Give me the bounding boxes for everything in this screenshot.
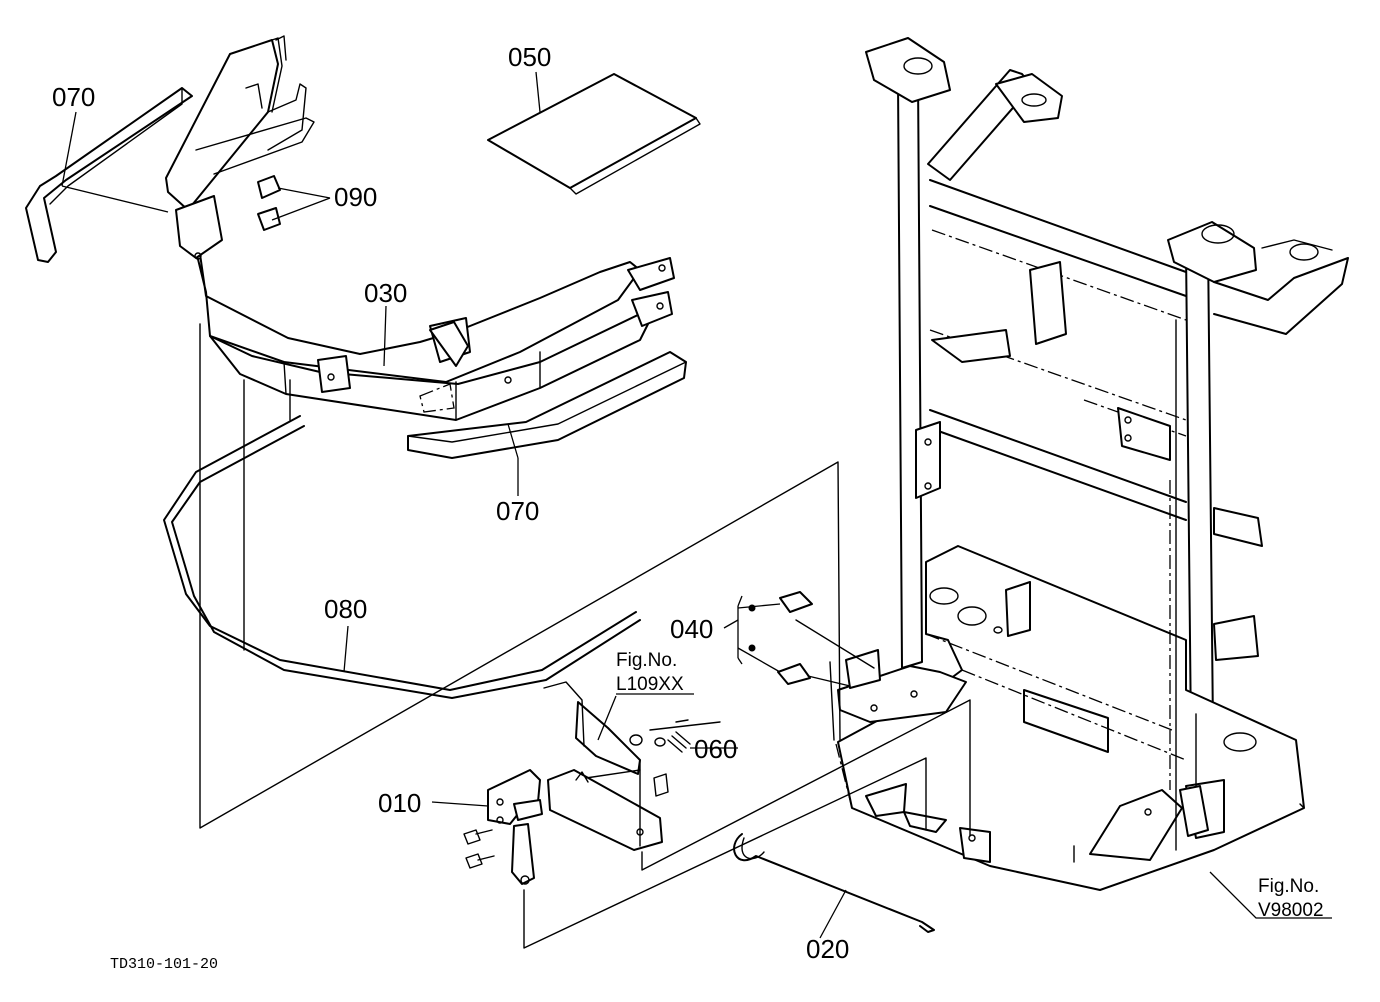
- fig-ref-1-number: L109XX: [616, 674, 684, 695]
- part-040-pads: [748, 591, 813, 685]
- callout-leaders: [61, 71, 1332, 939]
- fig-ref-1-label: Fig.No.: [616, 650, 677, 671]
- callout-020: 020: [806, 934, 849, 964]
- part-050-sheet: [487, 73, 701, 195]
- part-090-pads: [257, 175, 281, 231]
- part-030-front-guard: [165, 35, 675, 421]
- drawing-code: TD310-101-20: [110, 956, 218, 973]
- part-080-wire-guard: [163, 415, 641, 699]
- part-010-lever-bracket: [463, 681, 691, 885]
- callout-070-bottom: 070: [496, 496, 539, 526]
- main-frame: [835, 37, 1349, 891]
- part-070-left-cushion: [25, 87, 193, 263]
- part-020-rod: [733, 833, 935, 933]
- callout-050: 050: [508, 42, 551, 72]
- fig-ref-2-label: Fig.No.: [1258, 876, 1319, 897]
- part-070-front-cushion: [407, 351, 687, 459]
- callout-060: 060: [694, 734, 737, 764]
- callout-070-top: 070: [52, 82, 95, 112]
- callout-040: 040: [670, 614, 713, 644]
- callout-080: 080: [324, 594, 367, 624]
- callout-030: 030: [364, 278, 407, 308]
- callout-010: 010: [378, 788, 421, 818]
- callout-090: 090: [334, 182, 377, 212]
- fig-ref-2-number: V98002: [1258, 900, 1324, 921]
- assembly-lines: [199, 323, 971, 949]
